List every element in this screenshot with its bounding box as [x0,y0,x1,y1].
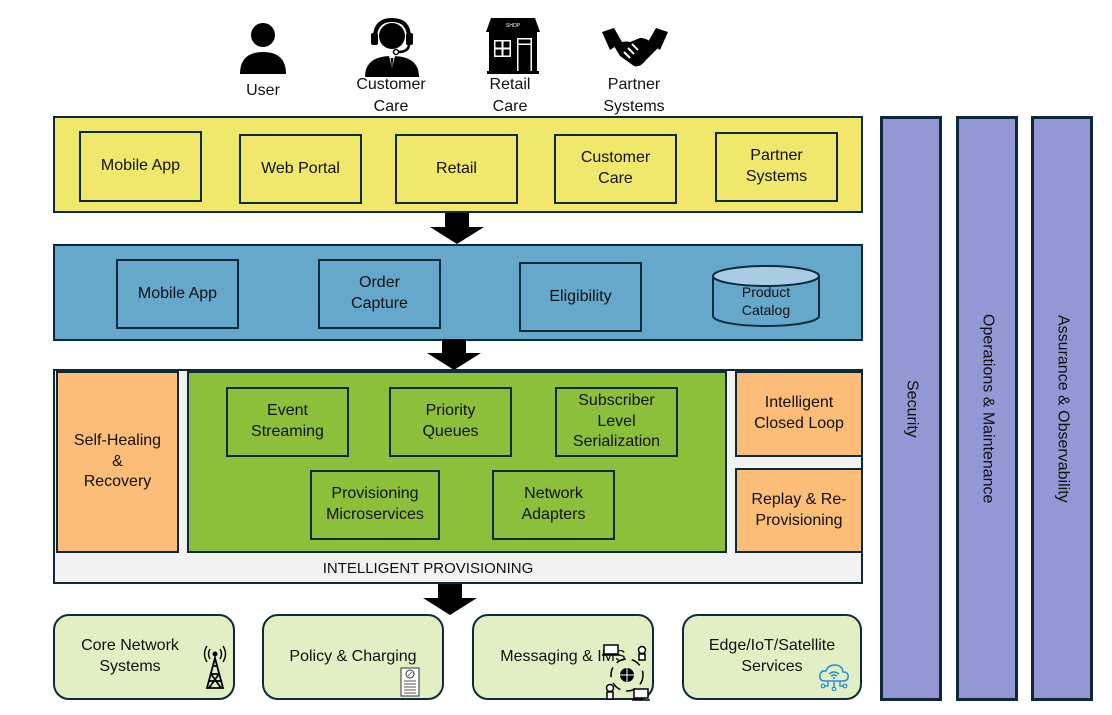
edge-iot-satellite-services[interactable]: Edge/IoT/Satellite Services [682,614,862,700]
replay-reprovisioning[interactable]: Replay & Re- Provisioning [735,468,863,553]
channel-web-portal[interactable]: Web Portal [239,134,362,204]
channel-customer-care[interactable]: Customer Care [554,134,677,204]
subscriber-level-serialization[interactable]: Subscriber Level Serialization [555,387,678,457]
security-bar[interactable]: Security [880,116,942,701]
network-globe-icon [602,644,650,701]
provisioning-layer-title: INTELLIGENT PROVISIONING [322,560,534,578]
order-mobile-app[interactable]: Mobile App [116,259,239,329]
product-catalog-database-icon[interactable] [711,264,821,328]
provisioning-microservices[interactable]: Provisioning Microservices [310,470,440,540]
actor-label-retail-care: Retail Care [489,76,531,116]
security-label: Security [903,379,921,438]
invoice-document-icon [400,667,420,697]
messaging-ims[interactable]: Messaging & IMS [472,614,654,700]
assurance-observability-bar[interactable]: Assurance & Observability [1031,116,1093,701]
order-capture[interactable]: Order Capture [318,259,441,329]
priority-queues[interactable]: Priority Queues [389,387,512,457]
shop-icon: SHOP [486,18,540,74]
channel-partner-systems[interactable]: Partner Systems [715,132,838,202]
channel-retail[interactable]: Retail [395,134,518,204]
policy-charging[interactable]: Policy & Charging [262,614,444,700]
self-healing-recovery[interactable]: Self-Healing & Recovery [56,371,179,553]
intelligent-closed-loop[interactable]: Intelligent Closed Loop [735,371,863,457]
down-arrow-icon [423,584,477,615]
event-streaming[interactable]: Event Streaming [226,387,349,457]
cell-tower-icon [203,645,227,689]
network-adapters[interactable]: Network Adapters [492,470,615,540]
core-network-systems[interactable]: Core Network Systems [53,614,235,700]
assurance-observability-label: Assurance & Observability [1054,314,1072,503]
actor-label-partner-systems: Partner Systems [603,76,665,116]
actor-label-customer-care: Customer Care [356,76,426,116]
product-catalog-label: Product Catalog [741,283,791,318]
down-arrow-icon [430,213,484,244]
handshake-icon [602,28,668,67]
operations-maintenance-bar[interactable]: Operations & Maintenance [956,116,1018,701]
cloud-wifi-icon [819,664,849,691]
channel-mobile-app[interactable]: Mobile App [79,131,202,202]
actor-label-user: User [246,82,280,99]
order-eligibility[interactable]: Eligibility [519,262,642,332]
user-icon [240,23,286,74]
headset-agent-icon [365,17,419,77]
operations-maintenance-label: Operations & Maintenance [979,313,997,504]
shop-sign-text: SHOP [506,23,521,29]
down-arrow-icon [427,339,481,370]
